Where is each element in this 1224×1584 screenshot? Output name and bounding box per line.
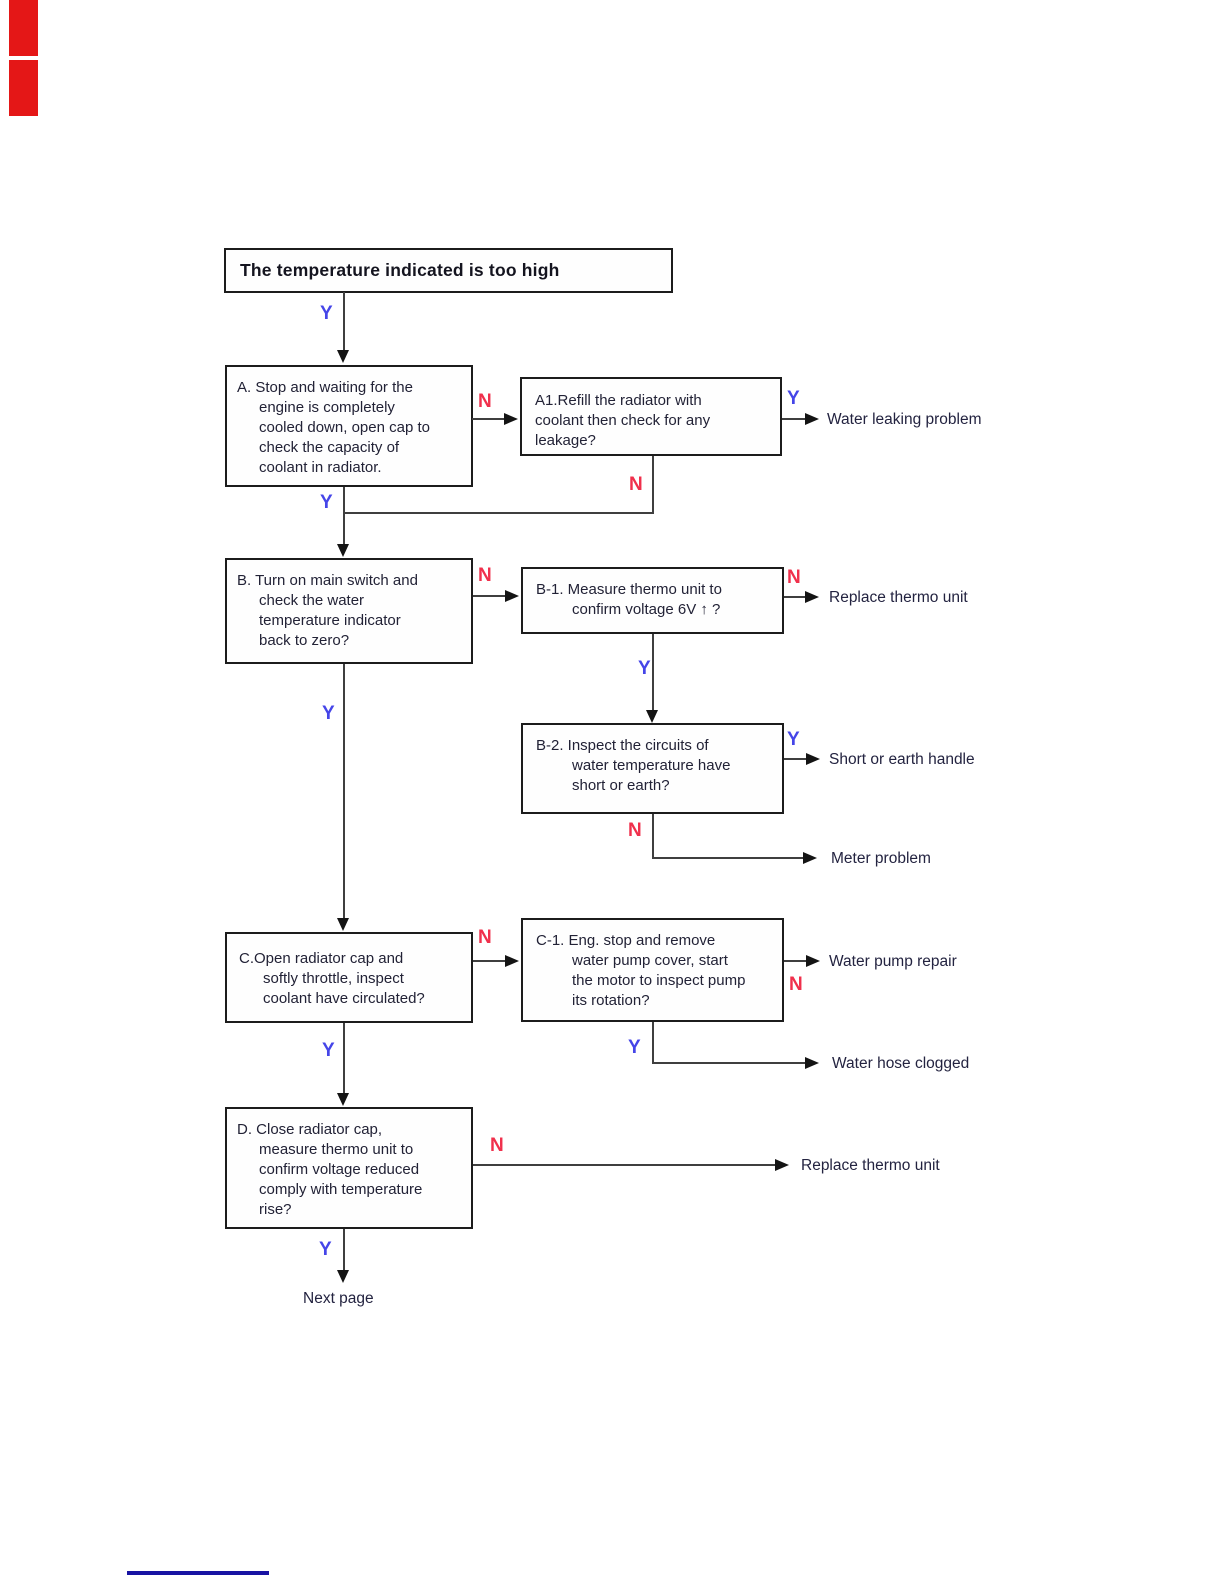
connector-a1-feedback-horizontal	[344, 512, 654, 514]
connector-b2-to-short	[784, 758, 808, 760]
red-annotation-bar-top	[9, 0, 38, 56]
connector-b2-meter-horizontal	[652, 857, 804, 859]
connector-c1-hose-vertical	[652, 1022, 654, 1064]
node-d-box: D. Close radiator cap, measure thermo un…	[225, 1107, 473, 1229]
connector-c1-hose-horizontal	[652, 1062, 806, 1064]
outcome-next-page: Next page	[303, 1290, 374, 1307]
label-no-b-to-b1: N	[478, 565, 492, 586]
node-c1-box: C-1. Eng. stop and remove water pump cov…	[521, 918, 784, 1022]
arrowhead-c1-to-hose	[805, 1057, 819, 1069]
outcome-meter-problem: Meter problem	[831, 850, 931, 867]
node-b1-box: B-1. Measure thermo unit to confirm volt…	[521, 567, 784, 634]
node-b2-text: B-2. Inspect the circuits of water tempe…	[536, 737, 731, 794]
arrowhead-c-to-d	[337, 1093, 349, 1106]
label-yes-a1-to-leak: Y	[787, 388, 800, 409]
label-no-c1-to-pump: N	[789, 974, 803, 995]
node-b1-text: B-1. Measure thermo unit to confirm volt…	[536, 581, 722, 618]
footer-link-underline	[127, 1571, 269, 1575]
label-yes-title-to-a: Y	[320, 303, 333, 324]
arrowhead-title-to-a	[337, 350, 349, 363]
connector-b-to-c	[343, 664, 345, 918]
connector-b1-to-b2	[652, 634, 654, 712]
outcome-replace-thermo-d: Replace thermo unit	[801, 1157, 940, 1174]
label-yes-d-to-next: Y	[319, 1239, 332, 1260]
node-a1-box: A1.Refill the radiator with coolant then…	[520, 377, 782, 456]
arrowhead-b2-to-meter	[803, 852, 817, 864]
arrowhead-c1-to-pump	[806, 955, 820, 967]
connector-c-to-d	[343, 1023, 345, 1095]
arrowhead-b1-to-replace	[805, 591, 819, 603]
arrowhead-b2-to-short	[806, 753, 820, 765]
outcome-water-leaking: Water leaking problem	[827, 411, 982, 428]
connector-b-to-b1	[473, 595, 507, 597]
outcome-water-hose-clogged: Water hose clogged	[832, 1055, 970, 1072]
label-yes-c1-to-hose: Y	[628, 1037, 641, 1058]
connector-b2-meter-vertical	[652, 814, 654, 859]
connector-d-to-replace	[473, 1164, 776, 1166]
arrowhead-d-to-replace	[775, 1159, 789, 1171]
label-yes-a-to-b: Y	[320, 492, 333, 513]
label-no-a1-feedback: N	[629, 474, 643, 495]
label-yes-b1-to-b2: Y	[638, 658, 651, 679]
arrowhead-b1-to-b2	[646, 710, 658, 723]
arrowhead-d-to-next	[337, 1270, 349, 1283]
connector-c1-to-pump	[784, 960, 808, 962]
label-yes-b-to-c: Y	[322, 703, 335, 724]
arrowhead-c-to-c1	[505, 955, 519, 967]
node-a-box: A. Stop and waiting for the engine is co…	[225, 365, 473, 487]
title-box: The temperature indicated is too high	[224, 248, 673, 293]
label-no-d-to-replace: N	[490, 1135, 504, 1156]
connector-title-to-a	[343, 292, 345, 352]
node-b-text: B. Turn on main switch and check the wat…	[237, 572, 418, 649]
outcome-water-pump-repair: Water pump repair	[829, 953, 957, 970]
connector-a1-to-leak	[782, 418, 806, 420]
node-c-box: C.Open radiator cap and softly throttle,…	[225, 932, 473, 1023]
node-c1-text: C-1. Eng. stop and remove water pump cov…	[536, 932, 746, 1009]
connector-b1-to-replace	[784, 596, 806, 598]
outcome-short-or-earth: Short or earth handle	[829, 751, 975, 768]
node-a-text: A. Stop and waiting for the engine is co…	[237, 379, 430, 476]
connector-a-to-b	[343, 487, 345, 545]
arrowhead-b-to-b1	[505, 590, 519, 602]
label-yes-b2-to-short: Y	[787, 729, 800, 750]
arrowhead-a-to-b	[337, 544, 349, 557]
label-yes-c-to-d: Y	[322, 1040, 335, 1061]
red-annotation-bar-bottom	[9, 60, 38, 116]
node-c-text: C.Open radiator cap and softly throttle,…	[239, 950, 425, 1007]
page-title: The temperature indicated is too high	[240, 260, 560, 280]
arrowhead-a1-to-leak	[805, 413, 819, 425]
connector-c-to-c1	[473, 960, 507, 962]
node-b2-box: B-2. Inspect the circuits of water tempe…	[521, 723, 784, 814]
connector-d-to-next	[343, 1229, 345, 1273]
connector-a1-feedback-vertical	[652, 456, 654, 514]
connector-a-to-a1	[472, 418, 506, 420]
node-d-text: D. Close radiator cap, measure thermo un…	[237, 1121, 423, 1218]
label-no-a-to-a1: N	[478, 391, 492, 412]
label-no-b1-to-replace: N	[787, 567, 801, 588]
node-a1-text: A1.Refill the radiator with coolant then…	[535, 392, 711, 449]
arrowhead-a-to-a1	[504, 413, 518, 425]
arrowhead-b-to-c	[337, 918, 349, 931]
node-b-box: B. Turn on main switch and check the wat…	[225, 558, 473, 664]
label-no-b2-to-meter: N	[628, 820, 642, 841]
label-no-c-to-c1: N	[478, 927, 492, 948]
outcome-replace-thermo-b1: Replace thermo unit	[829, 589, 968, 606]
